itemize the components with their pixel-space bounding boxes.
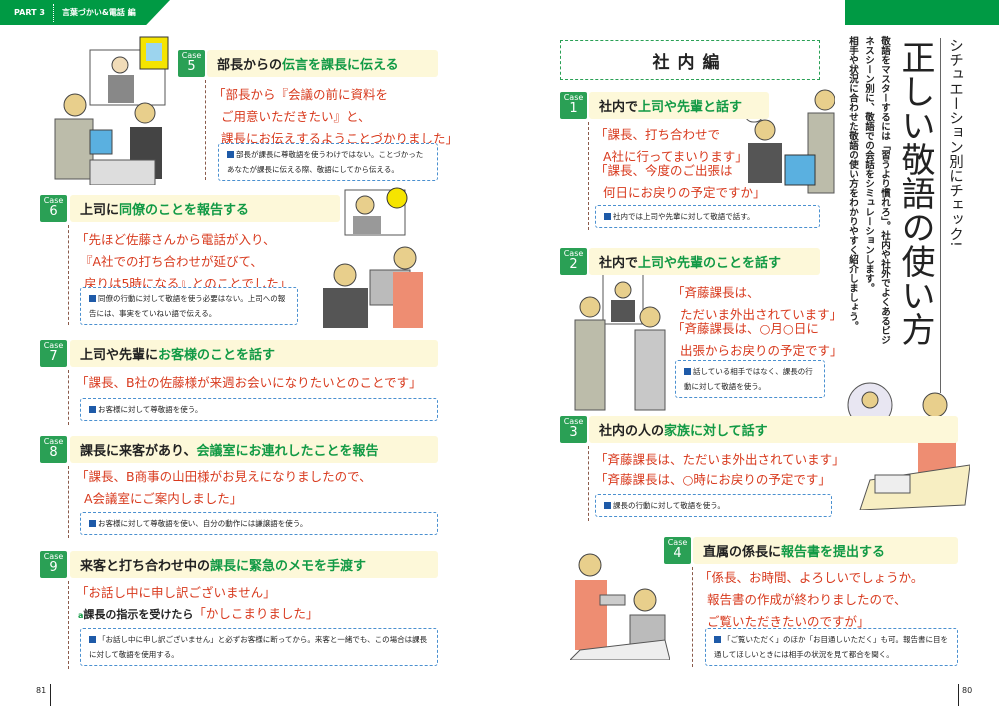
- case-2-note: 話している相手ではなく、課長の行動に対して敬語を使う。: [675, 360, 825, 398]
- divider: [205, 80, 206, 180]
- case-3-note: 課長の行動に対して敬語を使う。: [595, 494, 832, 517]
- case-9-followup: a課長の指示を受けたら「かしこまりました」: [78, 606, 319, 621]
- case-8-title: 課長に来客があり、会議室にお連れしたことを報告: [70, 436, 438, 463]
- case-6-quote: 「先ほど佐藤さんから電話が入り、 『A社での打ち合わせが延びて、 戻りは5時にな…: [76, 232, 292, 291]
- case-9-title: 来客と打ち合わせ中の課長に緊急のメモを手渡す: [70, 551, 438, 578]
- case-8-note: お客様に対して尊敬語を使い、自分の動作には謙譲語を使う。: [80, 512, 438, 535]
- phone-call-illustration-icon: [323, 187, 423, 328]
- case-3-quote-1: 「斉藤課長は、ただいま外出されています」: [595, 452, 845, 467]
- divider: [588, 122, 589, 230]
- case-6-title: 上司に同僚のことを報告する: [70, 195, 340, 222]
- case-5-title: 部長からの伝言を課長に伝える: [207, 50, 438, 77]
- section-title: 社内編: [560, 40, 820, 80]
- case-7-quote: 「課長、B社の佐藤様が来週お会いになりたいとのことです」: [76, 375, 422, 390]
- divider: [692, 567, 693, 667]
- case-5-quote: 「部長から『会議の前に資料を ご用意いただきたい』と、 課長にお伝えするようこと…: [213, 87, 458, 146]
- right-header-bar: [845, 0, 999, 25]
- case-4-note: 「ご覧いただく」のほか「お目通しいただく」も可。報告書に目を通してほしいときには…: [705, 628, 958, 666]
- case-8-quote: 「課長、B商事の山田様がお見えになりましたので、 A会議室にご案内しました」: [76, 469, 372, 506]
- heading-body-1: 敬語をマスターするには「習うより慣れろ」。社内や社外でよくあるビジ: [879, 36, 890, 345]
- heading-title: 正しい敬語の使い方: [895, 40, 935, 346]
- case-5-note: 部長が課長に尊敬語を使うわけではない。ことづかったあなたが課長に伝える際、敬語に…: [218, 143, 438, 181]
- divider: [68, 466, 69, 538]
- section-label: 言葉づかい&電話 編: [61, 8, 136, 17]
- case-4-title: 直属の係長に報告書を提出する: [693, 537, 958, 564]
- report-illustration-icon: [570, 553, 670, 660]
- part-header: PART 3 言葉づかい&電話 編: [0, 0, 170, 25]
- case-1-quote-2: 「課長、今度のご出張は 何日にお戻りの予定ですか」: [595, 163, 766, 200]
- divider: [68, 370, 69, 425]
- case-2-quote-2: 「斉藤課長は、○月○日に 出張からお戻りの予定です」: [672, 321, 843, 358]
- case-3-title: 社内の人の家族に対して話す: [589, 416, 958, 443]
- office-illustration-icon: [54, 36, 169, 185]
- case-3-quote-2: 「斉藤課長は、○時にお戻りの予定です」: [595, 472, 831, 487]
- heading-body-3: 相手や状況に合わせた敬語の使い方をわかりやすく紹介しましょう。: [847, 36, 858, 331]
- case-9-quote: 「お話し中に申し訳ございません」: [76, 585, 276, 600]
- case-2-quote-1: 「斉藤課長は、 ただいま外出されています」: [672, 285, 843, 322]
- case-2-title: 社内で上司や先輩のことを話す: [589, 248, 820, 275]
- case-9-note: 「お話し中に申し訳ございません」と必ずお客様に断ってから。来客と一緒でも、この場…: [80, 628, 438, 666]
- divider: [68, 225, 69, 325]
- case-1-quote-1: 「課長、打ち合わせで A社に行ってまいります」: [595, 127, 748, 164]
- case-7-title: 上司や先輩にお客様のことを話す: [70, 340, 438, 367]
- divider: [68, 581, 69, 669]
- heading-subtitle: シチュエーション別にチェック!: [940, 38, 966, 393]
- heading-body-2: ネスシーン別に、敬語での会話をシミュレーションします。: [863, 36, 874, 293]
- case-6-note: 同僚の行動に対して敬語を使う必要はない。上司への報告には、事実をていねい語で伝え…: [80, 287, 298, 325]
- page-number-left: 81: [36, 684, 52, 706]
- laptop-illustration-icon: [744, 89, 835, 194]
- case-4-quote: 「係長、お時間、よろしいでしょうか。 報告書の作成が終わりましたので、 ご覧いた…: [699, 570, 924, 629]
- part-label: PART 3: [14, 8, 45, 17]
- case-1-note: 社内では上司や先輩に対して敬語で話す。: [595, 205, 820, 228]
- colleagues-illustration-icon: [574, 273, 666, 411]
- case-1-title: 社内で上司や先輩と話す: [589, 92, 769, 119]
- divider: [588, 446, 589, 521]
- page-number-right: 80: [958, 684, 972, 706]
- case-7-note: お客様に対して尊敬語を使う。: [80, 398, 438, 421]
